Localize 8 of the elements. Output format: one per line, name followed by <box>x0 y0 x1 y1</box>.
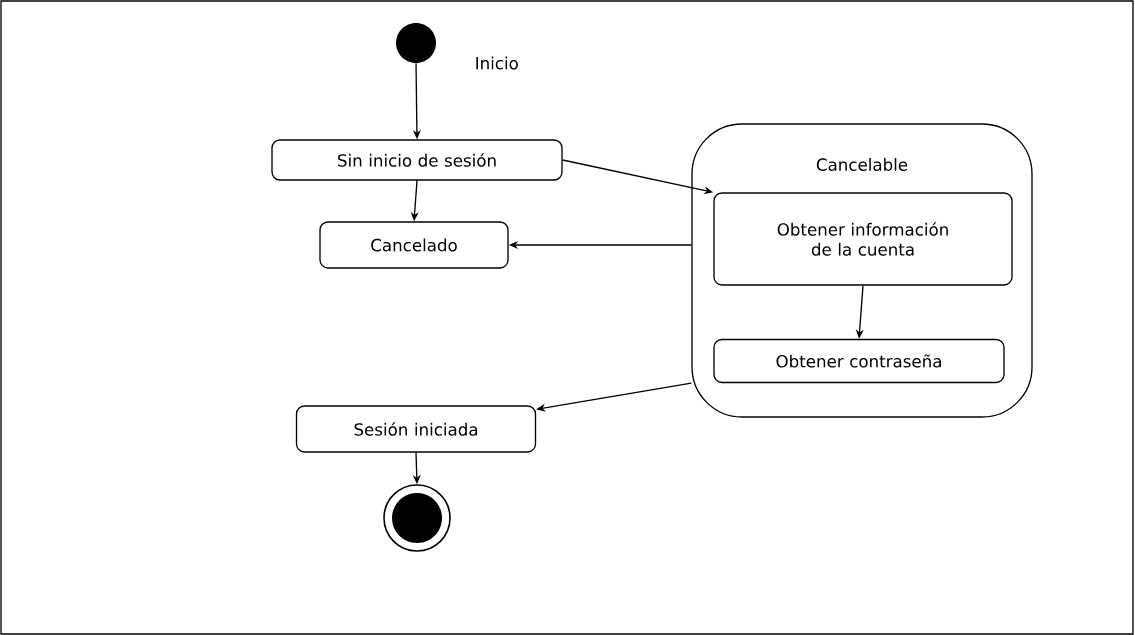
state-label: Inicio <box>476 56 518 70</box>
state-box: Cancelado <box>319 221 509 269</box>
state-box: Sesión iniciada <box>295 405 537 453</box>
state-box: Obtener contraseña <box>713 338 1005 384</box>
final-state <box>383 484 451 552</box>
state-box: Obtener información de la cuenta <box>713 192 1013 286</box>
initial-state <box>396 23 436 63</box>
state-box: Sin inicio de sesión <box>271 139 563 181</box>
